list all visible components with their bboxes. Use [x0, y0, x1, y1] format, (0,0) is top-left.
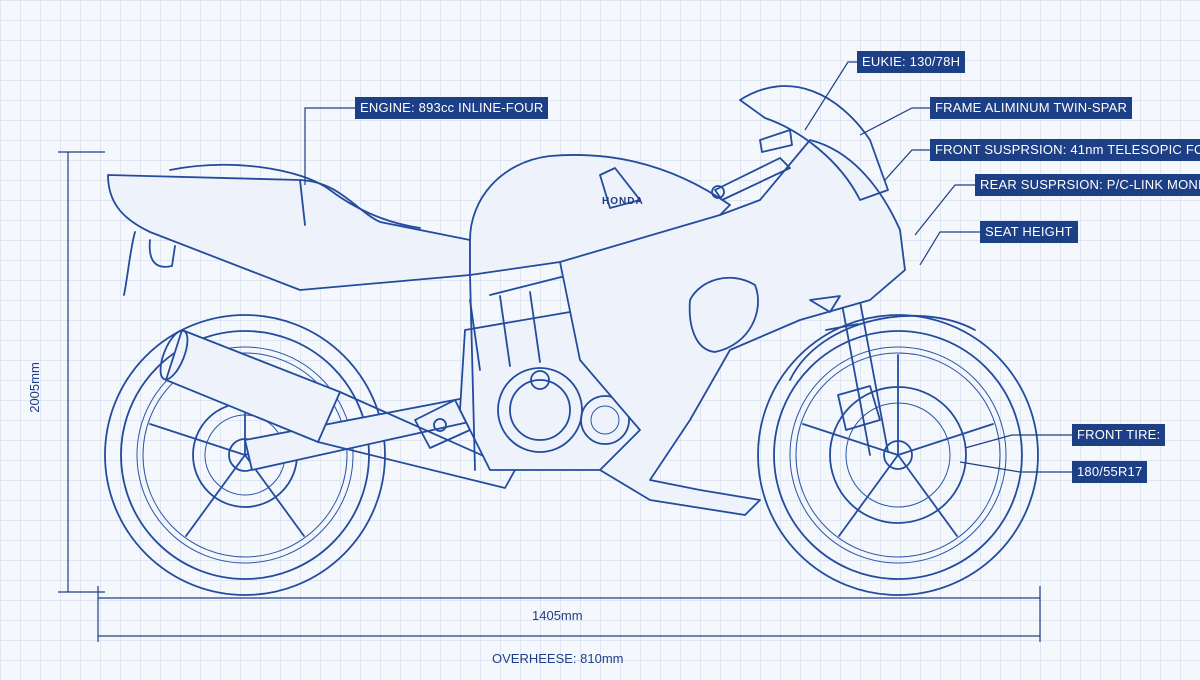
exhaust	[159, 329, 516, 489]
front-tire-size-callout: 180/55R17	[1072, 461, 1148, 483]
seat-height-callout: SEAT HEIGHT	[980, 221, 1078, 243]
front-brake-disc	[829, 386, 967, 524]
engine-callout: ENGINE: 893cc INLINE-FOUR	[355, 97, 549, 119]
footpeg	[414, 399, 471, 449]
frame-callout: FRAME ALIMINUM TWIN-SPAR	[930, 97, 1133, 119]
handlebar	[711, 129, 793, 201]
front-suspension-callout: FRONT SUSPRSION: 41nm TELESOPIC FORK	[930, 139, 1200, 161]
height-dimension-label: 2005mm	[26, 362, 42, 413]
brake-caliper	[837, 385, 881, 431]
overall-dimension-label: OVERHEESE: 810mm	[492, 651, 624, 666]
leader-lines	[304, 61, 1072, 473]
rear-suspension-callout: REAR SUSPRSION: P/C-LINK MONISHOC	[975, 174, 1200, 196]
front-fender	[789, 314, 976, 381]
front-tire-callout: FRONT TIRE:	[1072, 424, 1166, 446]
length-dimension-label: 1405mm	[532, 608, 583, 623]
front-fairing	[559, 85, 906, 516]
front-wheel	[757, 314, 1039, 596]
top-callout: EUKIE: 130/78H	[857, 51, 966, 73]
tail-section	[107, 163, 471, 296]
length-dimension-line	[97, 586, 1041, 642]
height-dimension-line	[58, 151, 105, 593]
brand-mark: HONDA	[602, 196, 644, 207]
fuel-tank	[469, 154, 731, 276]
